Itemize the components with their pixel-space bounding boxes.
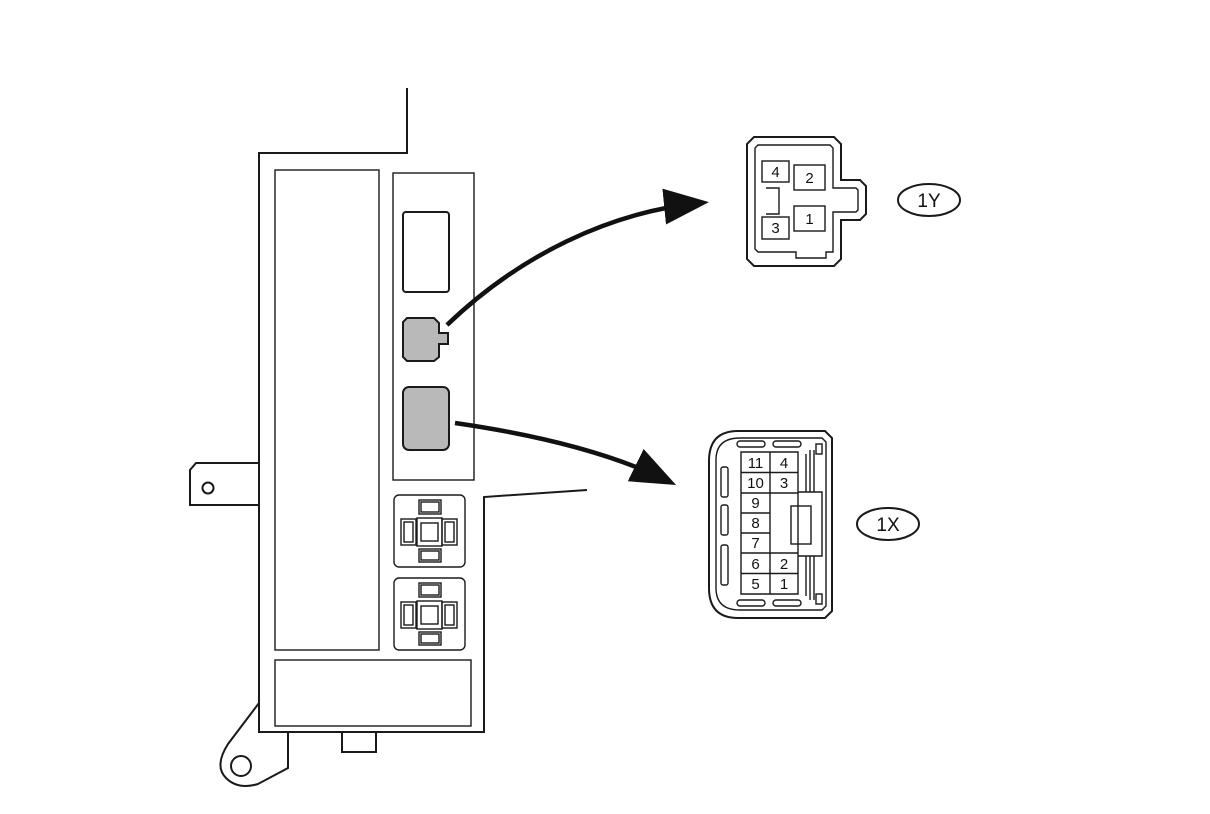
pin-2-cavity: [793, 164, 826, 191]
pin-label: 2: [780, 556, 788, 573]
pin-label: 3: [771, 220, 779, 237]
bottom-panel: [274, 659, 472, 727]
mounting-hole: [201, 481, 215, 495]
pin-label: 8: [751, 515, 759, 532]
pin-4-cavity: [761, 160, 790, 183]
pin-3-cavity: [761, 216, 790, 240]
svg-text:1X: 1X: [876, 515, 900, 536]
pin-label: 6: [751, 556, 759, 573]
mounting-hole: [230, 755, 252, 777]
pin-label: 11: [748, 455, 764, 472]
pin-label: 1: [805, 211, 813, 228]
arrow-to-1y: [445, 188, 709, 327]
pin-label: 7: [751, 535, 759, 552]
connector-panel: [392, 172, 475, 481]
pin-label: 4: [780, 455, 788, 472]
pin-label: 4: [771, 164, 779, 181]
relay-socket: [393, 577, 466, 651]
pin-label: 3: [780, 475, 788, 492]
fuse-panel: [274, 169, 380, 651]
pin-label: 1: [780, 576, 788, 593]
pin-label: 9: [751, 495, 759, 512]
pin-label: 2: [805, 170, 813, 187]
connector-1y-label: 1Y: [897, 183, 961, 217]
socket-1y-highlight: [402, 317, 449, 362]
svg-text:1Y: 1Y: [917, 191, 941, 212]
connector-1x-label: 1X: [856, 507, 920, 541]
pin-label: 5: [751, 576, 759, 593]
arrow-to-1x: [454, 420, 677, 485]
connector-1x: 11 4 10 3 9 8 7 6 2 5 1: [708, 430, 833, 619]
pin-label: 10: [747, 475, 764, 492]
socket: [402, 211, 450, 293]
relay-socket: [393, 494, 466, 568]
socket-1x-highlight: [402, 386, 450, 451]
junction-block: [189, 88, 588, 787]
connector-1y: 4 2 3 1: [746, 136, 867, 267]
pin-1-cavity: [793, 205, 826, 232]
